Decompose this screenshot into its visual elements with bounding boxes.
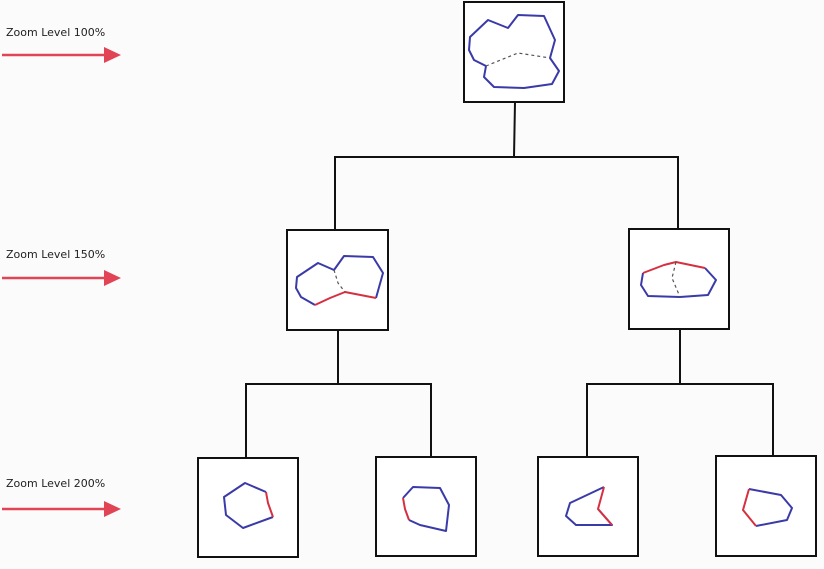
- zoom-arrow-100: [2, 47, 121, 63]
- shape-right-quarter-b: [715, 455, 817, 557]
- zoom-level-label-200: Zoom Level 200%: [6, 477, 106, 490]
- tree-connectors: [245, 101, 774, 458]
- connector-left-bar: [245, 383, 432, 458]
- connector-right-bar: [586, 383, 774, 457]
- connector-level1-bar: [334, 156, 679, 229]
- shape-left-half: [286, 229, 389, 331]
- shape-left-quarter-a: [197, 457, 299, 558]
- zoom-level-label-100: Zoom Level 100%: [6, 26, 106, 39]
- zoom-arrow-200: [2, 501, 121, 517]
- shape-left-quarter-b: [375, 456, 477, 557]
- zoom-arrow-150: [2, 270, 121, 286]
- shape-full: [463, 1, 565, 103]
- zoom-level-label-150: Zoom Level 150%: [6, 248, 106, 261]
- shape-right-quarter-a: [537, 456, 639, 557]
- connector-root: [513, 101, 516, 158]
- shape-right-half: [628, 228, 730, 330]
